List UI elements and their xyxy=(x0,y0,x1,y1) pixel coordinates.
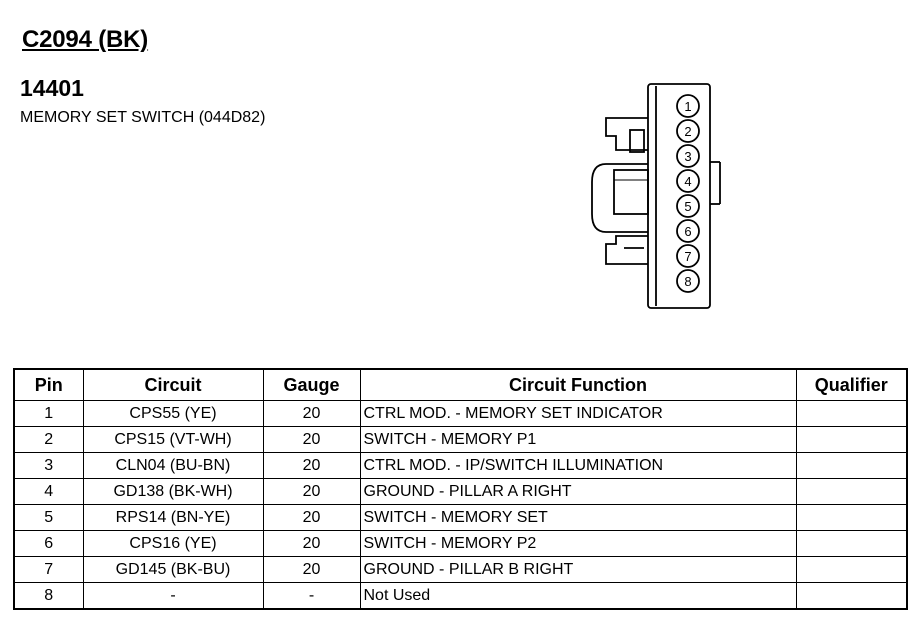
gauge-cell: 20 xyxy=(262,556,361,583)
pin-cavity: 2 xyxy=(676,119,700,143)
gauge-cell: - xyxy=(262,582,361,610)
pin-cavity: 4 xyxy=(676,169,700,193)
pin-label-8: 8 xyxy=(684,274,691,289)
pin-label-1: 1 xyxy=(684,99,691,114)
pin-label-2: 2 xyxy=(684,124,691,139)
connector-face-diagram: 1 2 3 4 5 6 7 8 xyxy=(591,83,721,309)
function-cell: SWITCH - MEMORY SET xyxy=(359,504,797,531)
pin-label-7: 7 xyxy=(684,249,691,264)
table-header-row: Pin Circuit Gauge Circuit Function Quali… xyxy=(13,368,908,401)
function-cell: SWITCH - MEMORY P2 xyxy=(359,530,797,557)
circuit-cell: - xyxy=(82,582,264,610)
gauge-cell: 20 xyxy=(262,530,361,557)
qualifier-cell xyxy=(795,504,908,531)
function-cell: Not Used xyxy=(359,582,797,610)
pin-cell: 3 xyxy=(13,452,84,479)
pin-cell: 8 xyxy=(13,582,84,610)
qualifier-cell xyxy=(795,478,908,505)
table-row: 6 CPS16 (YE) 20 SWITCH - MEMORY P2 xyxy=(13,530,908,557)
table-row: 4 GD138 (BK-WH) 20 GROUND - PILLAR A RIG… xyxy=(13,478,908,505)
pin-label-4: 4 xyxy=(684,174,691,189)
pin-cavity: 8 xyxy=(676,269,700,293)
function-cell: GROUND - PILLAR B RIGHT xyxy=(359,556,797,583)
pin-cavity-group: 1 2 3 4 5 6 7 8 xyxy=(676,94,700,293)
pin-cell: 2 xyxy=(13,426,84,453)
qualifier-cell xyxy=(795,452,908,479)
pin-label-3: 3 xyxy=(684,149,691,164)
table-row: 5 RPS14 (BN-YE) 20 SWITCH - MEMORY SET xyxy=(13,504,908,531)
pin-cell: 7 xyxy=(13,556,84,583)
pin-label-6: 6 xyxy=(684,224,691,239)
header-qualifier: Qualifier xyxy=(795,368,908,401)
qualifier-cell xyxy=(795,556,908,583)
function-cell: SWITCH - MEMORY P1 xyxy=(359,426,797,453)
header-circuit: Circuit xyxy=(82,368,264,401)
function-cell: CTRL MOD. - MEMORY SET INDICATOR xyxy=(359,400,797,427)
pin-cell: 4 xyxy=(13,478,84,505)
circuit-cell: CPS55 (YE) xyxy=(82,400,264,427)
pin-cavity: 5 xyxy=(676,194,700,218)
table-row: 3 CLN04 (BU-BN) 20 CTRL MOD. - IP/SWITCH… xyxy=(13,452,908,479)
qualifier-cell xyxy=(795,400,908,427)
pin-cell: 6 xyxy=(13,530,84,557)
table-row: 8 - - Not Used xyxy=(13,582,908,610)
pin-cell: 5 xyxy=(13,504,84,531)
qualifier-cell xyxy=(795,426,908,453)
gauge-cell: 20 xyxy=(262,478,361,505)
pin-cavity: 3 xyxy=(676,144,700,168)
connector-id-title: C2094 (BK) xyxy=(22,26,149,53)
circuit-cell: CPS15 (VT-WH) xyxy=(82,426,264,453)
header-pin: Pin xyxy=(13,368,84,401)
function-cell: CTRL MOD. - IP/SWITCH ILLUMINATION xyxy=(359,452,797,479)
header-circuit-function: Circuit Function xyxy=(359,368,797,401)
pin-cell: 1 xyxy=(13,400,84,427)
table-row: 2 CPS15 (VT-WH) 20 SWITCH - MEMORY P1 xyxy=(13,426,908,453)
gauge-cell: 20 xyxy=(262,400,361,427)
table-row: 7 GD145 (BK-BU) 20 GROUND - PILLAR B RIG… xyxy=(13,556,908,583)
gauge-cell: 20 xyxy=(262,452,361,479)
function-cell: GROUND - PILLAR A RIGHT xyxy=(359,478,797,505)
pin-cavity: 7 xyxy=(676,244,700,268)
gauge-cell: 20 xyxy=(262,426,361,453)
circuit-cell: GD145 (BK-BU) xyxy=(82,556,264,583)
circuit-cell: RPS14 (BN-YE) xyxy=(82,504,264,531)
part-number: 14401 xyxy=(20,75,84,101)
pin-cavity: 6 xyxy=(676,219,700,243)
gauge-cell: 20 xyxy=(262,504,361,531)
qualifier-cell xyxy=(795,582,908,610)
circuit-cell: CPS16 (YE) xyxy=(82,530,264,557)
qualifier-cell xyxy=(795,530,908,557)
pin-label-5: 5 xyxy=(684,199,691,214)
component-name: MEMORY SET SWITCH (044D82) xyxy=(20,109,266,126)
circuit-cell: GD138 (BK-WH) xyxy=(82,478,264,505)
table-row: 1 CPS55 (YE) 20 CTRL MOD. - MEMORY SET I… xyxy=(13,400,908,427)
circuit-cell: CLN04 (BU-BN) xyxy=(82,452,264,479)
header-gauge: Gauge xyxy=(262,368,361,401)
pin-table: Pin Circuit Gauge Circuit Function Quali… xyxy=(13,368,908,610)
pin-cavity: 1 xyxy=(676,94,700,118)
